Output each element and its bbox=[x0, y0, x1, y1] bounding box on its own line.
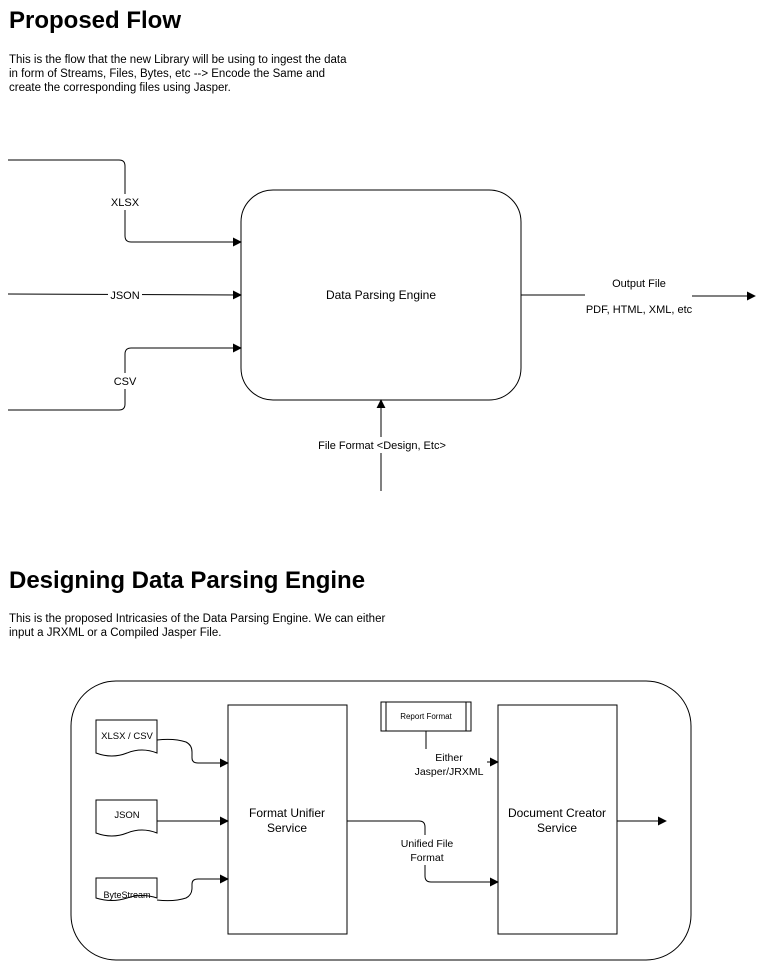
document-creator-label-line: Document Creator bbox=[508, 806, 606, 820]
format-unifier-label-line: Format Unifier bbox=[249, 806, 325, 820]
json-label: JSON bbox=[110, 290, 139, 302]
either-label-bg bbox=[413, 749, 487, 779]
unified-label-line: Format bbox=[410, 852, 443, 864]
section1-description: This is the flow that the new Library wi… bbox=[9, 53, 347, 95]
section1-description-line: create the corresponding files using Jas… bbox=[9, 82, 231, 94]
section1-title: Proposed Flow bbox=[9, 7, 182, 34]
document-creator-label-line: Service bbox=[537, 821, 577, 835]
file-format-label: File Format <Design, Etc> bbox=[318, 440, 446, 452]
section2-description-line: input a JRXML or a Compiled Jasper File. bbox=[9, 627, 222, 639]
document-creator-service-box[interactable] bbox=[497, 704, 618, 935]
either-label-line: Either bbox=[435, 752, 463, 764]
output-file-label: Output File bbox=[612, 278, 666, 290]
json-doc-label: JSON bbox=[114, 810, 139, 821]
output-formats-label: PDF, HTML, XML, etc bbox=[586, 304, 693, 316]
section2-title: Designing Data Parsing Engine bbox=[9, 567, 366, 594]
format-unifier-service-box[interactable] bbox=[227, 704, 348, 935]
either-label-line: Jasper/JRXML bbox=[415, 766, 484, 778]
csv-label: CSV bbox=[114, 376, 137, 388]
xlsx-csv-doc-label: XLSX / CSV bbox=[101, 731, 153, 742]
json-label-bg bbox=[108, 287, 142, 302]
json-document-icon bbox=[95, 799, 158, 837]
format-unifier-label-line: Service bbox=[267, 821, 307, 835]
section1-description-line: in form of Streams, Files, Bytes, etc --… bbox=[9, 68, 326, 80]
section2-description-line: This is the proposed Intricasies of the … bbox=[9, 613, 386, 625]
bytestream-document-icon bbox=[95, 877, 158, 901]
unified-label-bg bbox=[396, 835, 458, 865]
bytestream-connector-arrow bbox=[156, 874, 229, 902]
report-format-label: Report Format bbox=[400, 712, 452, 721]
xlsx-label-bg bbox=[108, 194, 142, 210]
section1-description-line: This is the flow that the new Library wi… bbox=[9, 54, 347, 66]
xlsx-csv-connector-arrow bbox=[156, 738, 229, 768]
bytestream-doc-label: ByteStream bbox=[103, 890, 150, 900]
section2-description: This is the proposed Intricasies of the … bbox=[9, 612, 385, 640]
xlsx-label: XLSX bbox=[111, 197, 140, 209]
xlsx-csv-document-icon bbox=[95, 719, 158, 757]
data-parsing-engine-label: Data Parsing Engine bbox=[326, 288, 436, 302]
report-format-box[interactable] bbox=[380, 701, 472, 732]
unified-label-line: Unified File bbox=[401, 838, 454, 850]
csv-label-bg bbox=[110, 373, 140, 389]
file-format-label-bg bbox=[316, 437, 448, 453]
